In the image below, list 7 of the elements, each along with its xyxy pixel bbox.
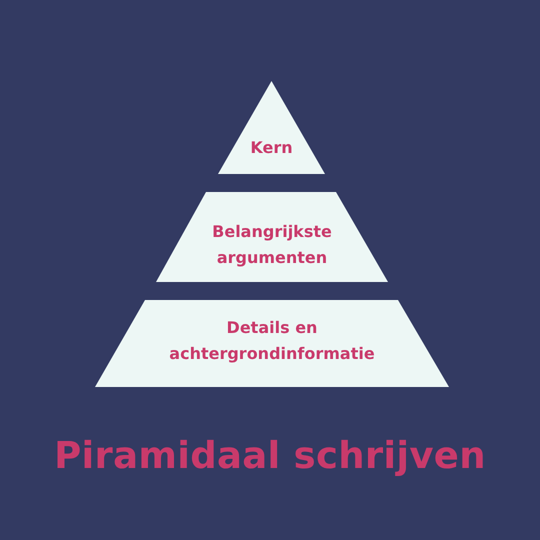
- tier-label: Belangrijkste argumenten: [211, 221, 333, 269]
- tier-label: Details en achtergrondinformatie: [168, 317, 376, 365]
- pyramid-tier: [156, 192, 388, 282]
- diagram-title: Piramidaal schrijven: [54, 433, 486, 479]
- pyramid-tier: [95, 300, 449, 387]
- pyramid-top-triangle: [218, 81, 325, 174]
- tier-label: Kern: [250, 137, 293, 159]
